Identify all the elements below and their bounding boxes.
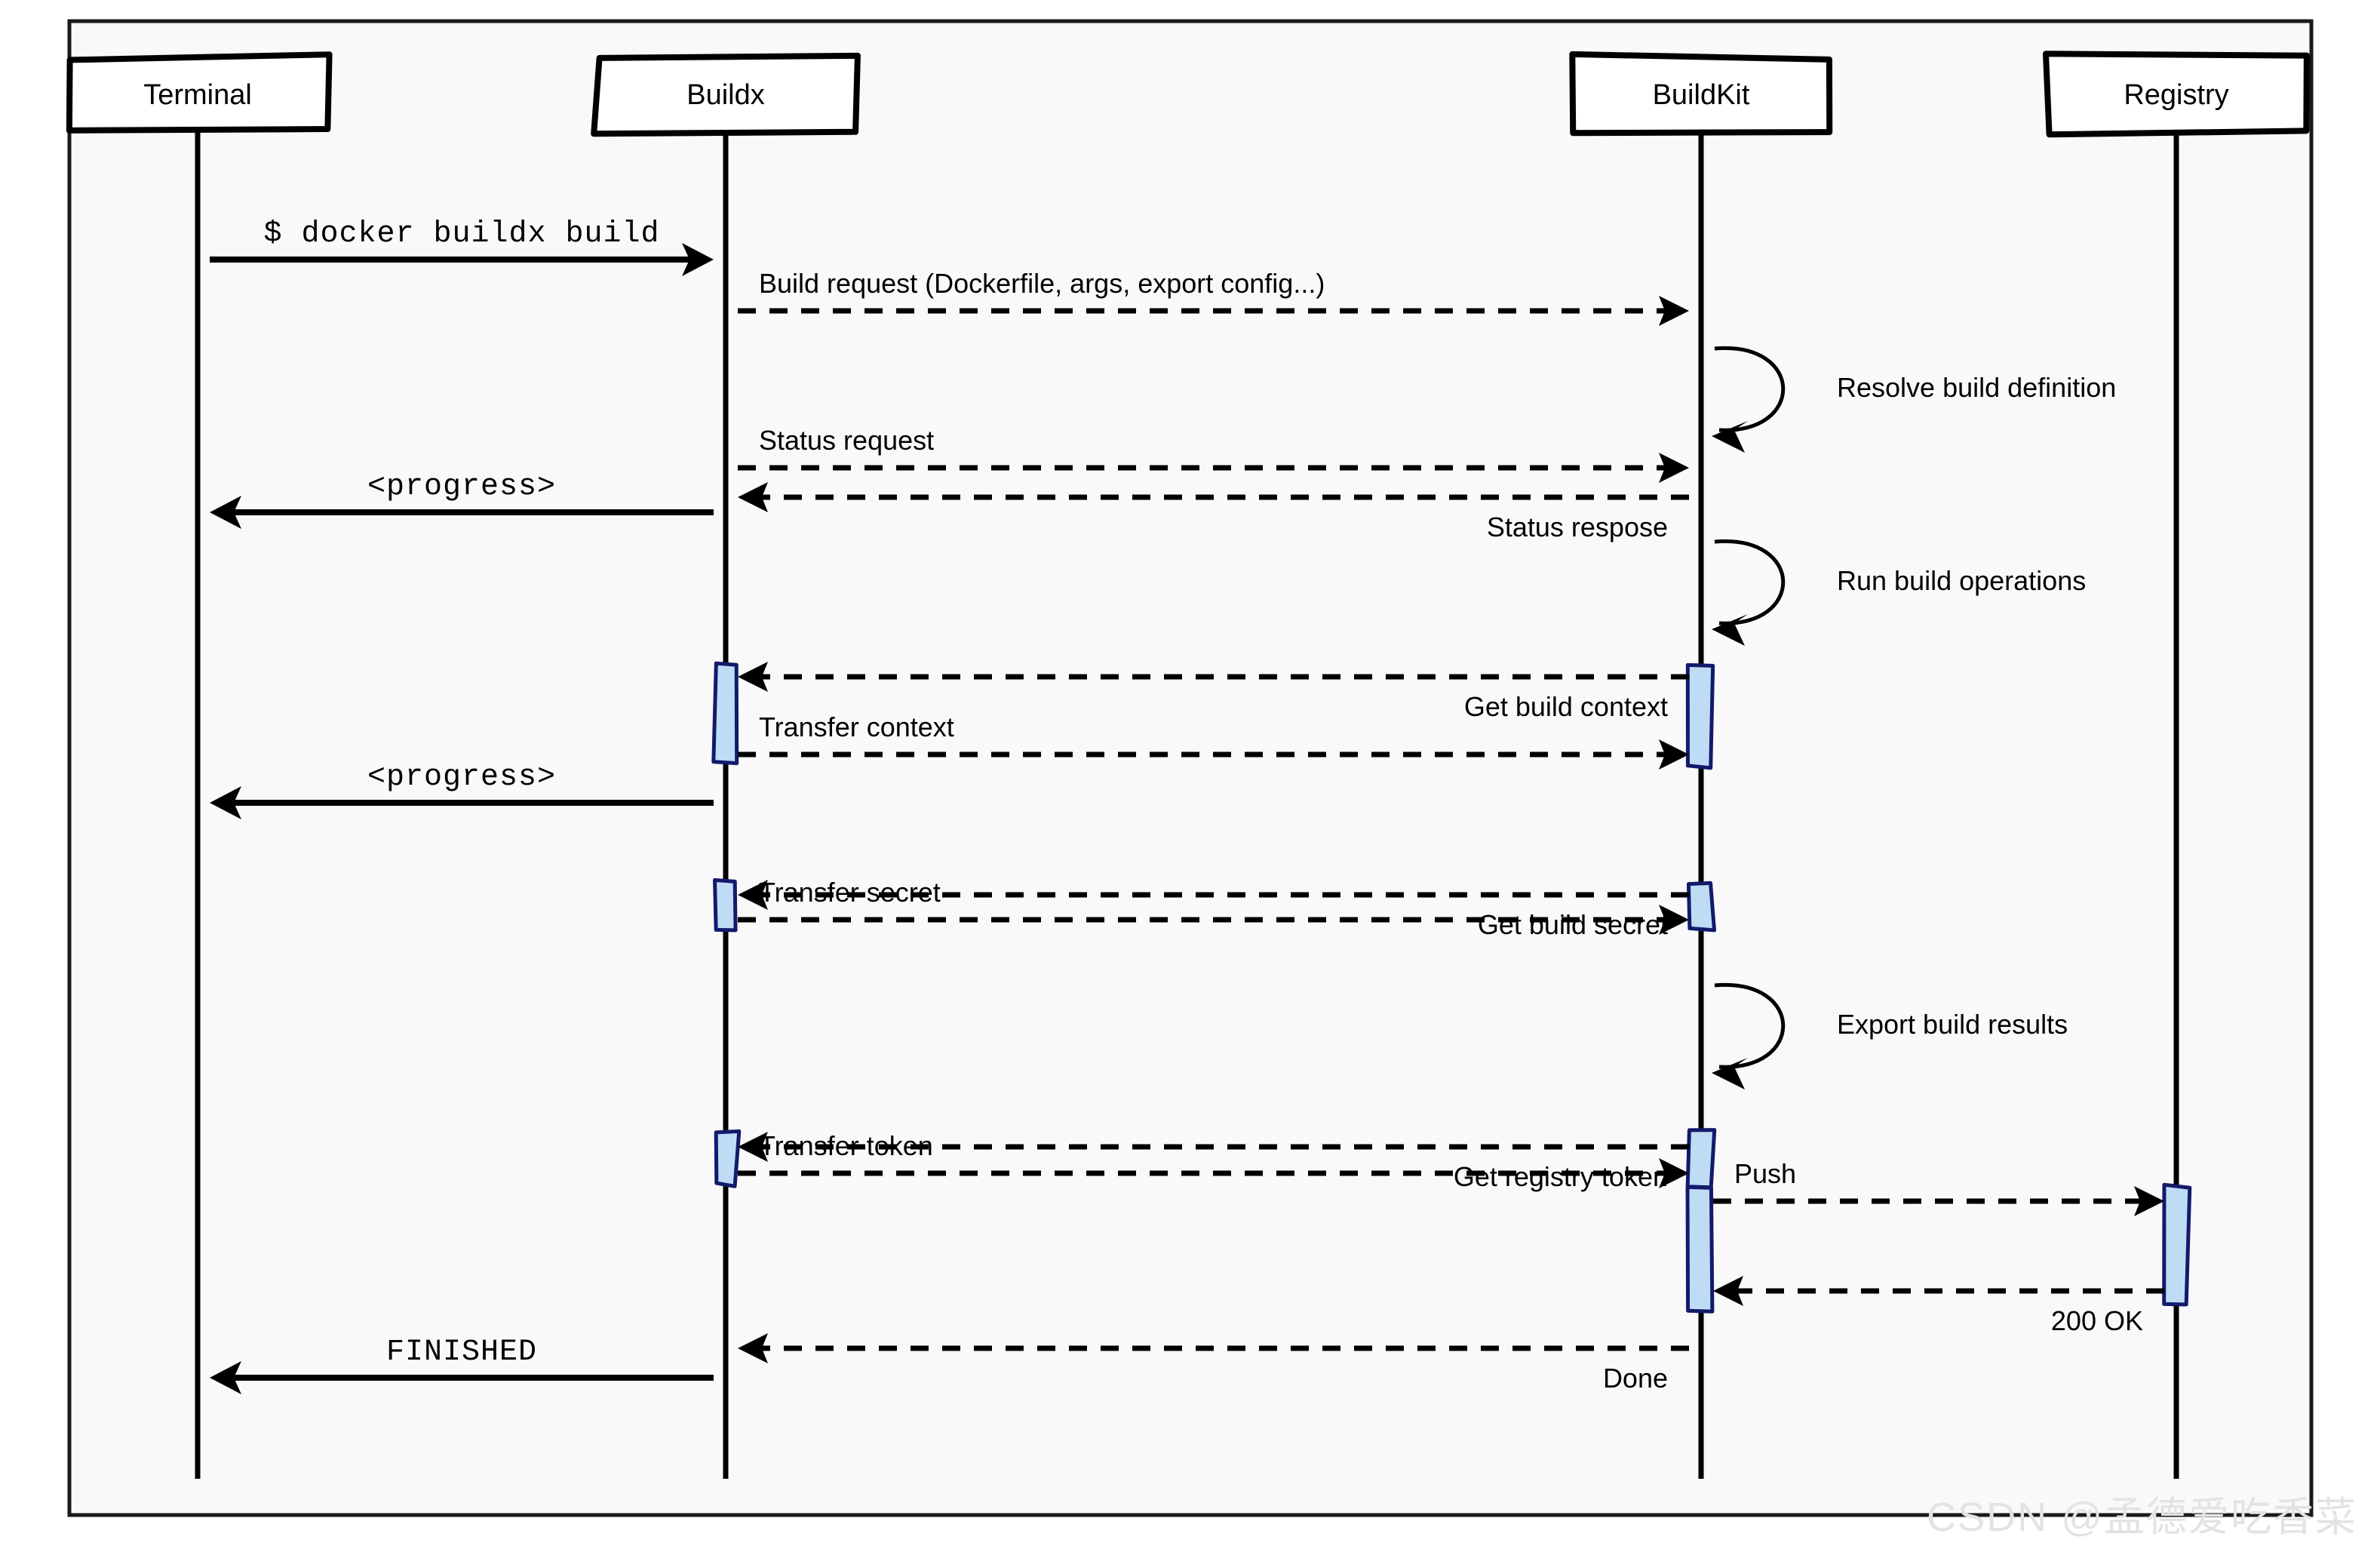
- message-label: Get build secret: [1478, 909, 1668, 940]
- activation-bar: [714, 1131, 739, 1186]
- message-label: Run build operations: [1837, 565, 2086, 596]
- activation-bar: [714, 663, 737, 763]
- message-label: Status request: [759, 425, 934, 456]
- participant-label: Registry: [2124, 79, 2228, 111]
- message-label: FINISHED: [386, 1335, 537, 1369]
- message-label: $ docker buildx build: [263, 217, 659, 251]
- participant-label: BuildKit: [1653, 79, 1750, 111]
- message-label: Build request (Dockerfile, args, export …: [759, 268, 1325, 299]
- message-label: Status respose: [1487, 512, 1668, 542]
- participant-label: Terminal: [143, 79, 252, 111]
- message-label: 200 OK: [2051, 1305, 2143, 1336]
- activation-bar: [1687, 1186, 1712, 1311]
- activation-bar: [1687, 664, 1712, 768]
- message-label: Push: [1734, 1158, 1796, 1189]
- activation-bar: [1688, 883, 1714, 930]
- participant-label: Buildx: [686, 79, 765, 111]
- message-label: Transfer context: [759, 711, 954, 742]
- participant-buildx[interactable]: Buildx: [594, 56, 858, 134]
- message-label: <progress>: [367, 761, 556, 794]
- message-label: Transfer token: [759, 1130, 933, 1161]
- message-label: Transfer secret: [759, 877, 941, 908]
- message-label: Get build context: [1464, 691, 1668, 722]
- activation-bar: [2164, 1185, 2190, 1305]
- message-label: Export build results: [1837, 1009, 2068, 1040]
- participant-terminal[interactable]: Terminal: [69, 54, 330, 133]
- participant-buildkit[interactable]: BuildKit: [1572, 54, 1829, 133]
- activation-bar: [1687, 1130, 1715, 1188]
- message-label: Done: [1603, 1363, 1668, 1394]
- participant-registry[interactable]: Registry: [2046, 54, 2307, 134]
- message-label: Resolve build definition: [1837, 372, 2116, 403]
- message-label: <progress>: [367, 470, 556, 504]
- message-label: Get registry token: [1454, 1161, 1668, 1192]
- activation-bar: [714, 880, 737, 932]
